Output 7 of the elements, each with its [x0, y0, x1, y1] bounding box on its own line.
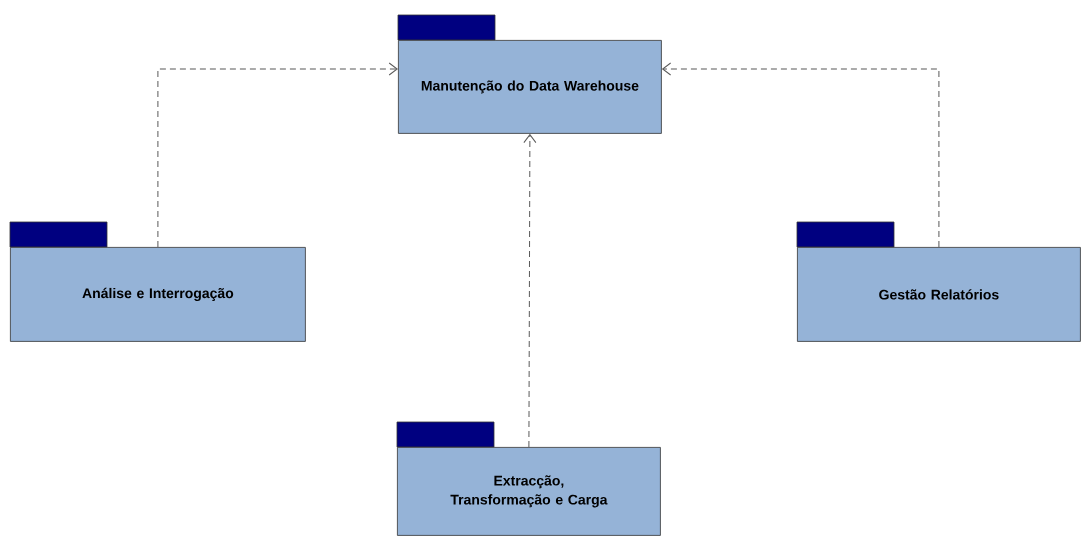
- package-box: Extracção, Transformação e Carga: [396, 421, 661, 536]
- package-box: Análise e Interrogação: [9, 221, 306, 342]
- dependency-arrow: [662, 62, 940, 248]
- package-box: Gestão Relatórios: [796, 221, 1081, 342]
- dependency-arrow: [523, 134, 537, 448]
- dependency-arrow: [157, 62, 398, 248]
- package-box: Manutenção do Data Warehouse: [397, 14, 662, 134]
